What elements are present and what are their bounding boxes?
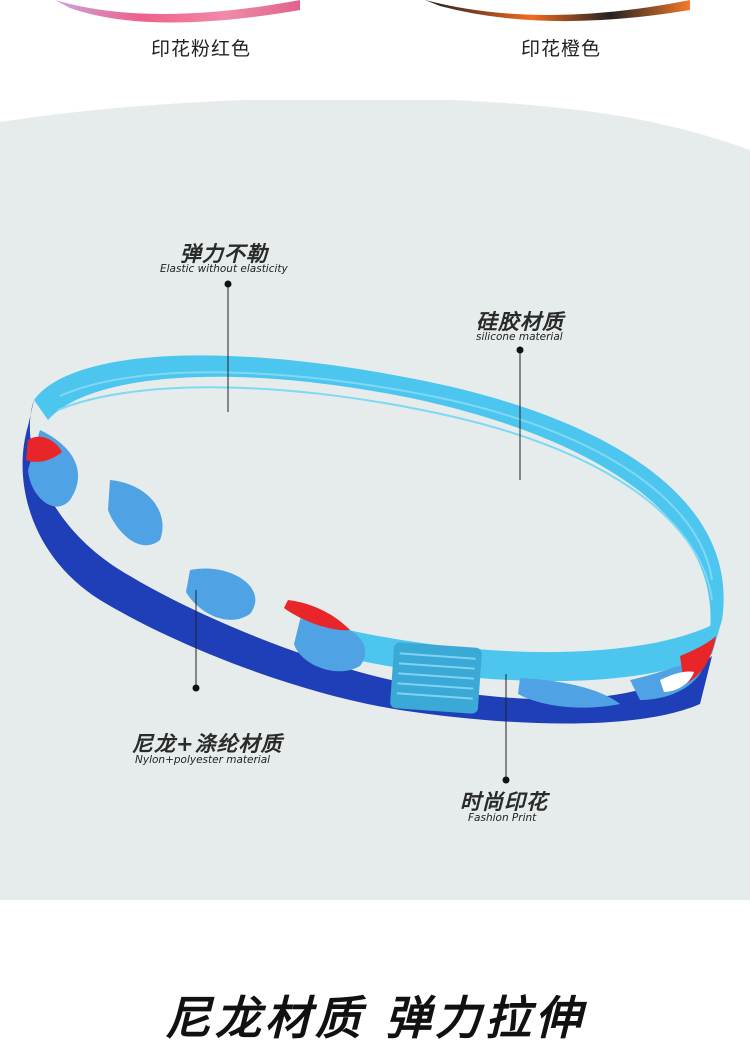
variant-label-orange: 印花橙色 [521,38,602,60]
clip-ridges [396,652,476,700]
camo-patch [108,480,163,546]
callout-print-en: Fashion Print [468,812,537,824]
variant-swatch-images [55,0,690,23]
silicone-clip [390,642,482,714]
product-illustration [0,100,750,900]
callout-silicone-cn: 硅胶材质 [476,310,564,334]
band-inner-stripe [59,371,713,581]
callout-dots [192,280,524,784]
red-accent [26,436,62,462]
callout-elastic-cn: 弹力不勒 [180,242,268,266]
camo-patch [294,619,366,672]
callout-nylon-en: Nylon+polyester material [135,754,271,766]
band-printed-face [22,400,713,724]
white-accent [660,671,694,692]
callout-elastic-en: Elastic without elasticity [160,263,288,275]
camo-patch [518,678,620,708]
pink-band-image [55,0,300,23]
camo-patch [186,568,256,620]
variant-label-pink: 印花粉红色 [151,38,252,60]
band-inner-stripe [57,386,713,601]
callout-leader-lines [195,284,521,778]
callout-print-cn: 时尚印花 [460,790,548,814]
callout-nylon-cn: 尼龙+涤纶材质 [132,732,283,756]
band-inner-face [34,355,724,630]
callout-silicone-en: silicone material [476,331,563,343]
section-headline: 尼龙材质 弹力拉伸 [164,991,585,1045]
orange-band-image [425,0,690,22]
red-accent [284,600,350,631]
